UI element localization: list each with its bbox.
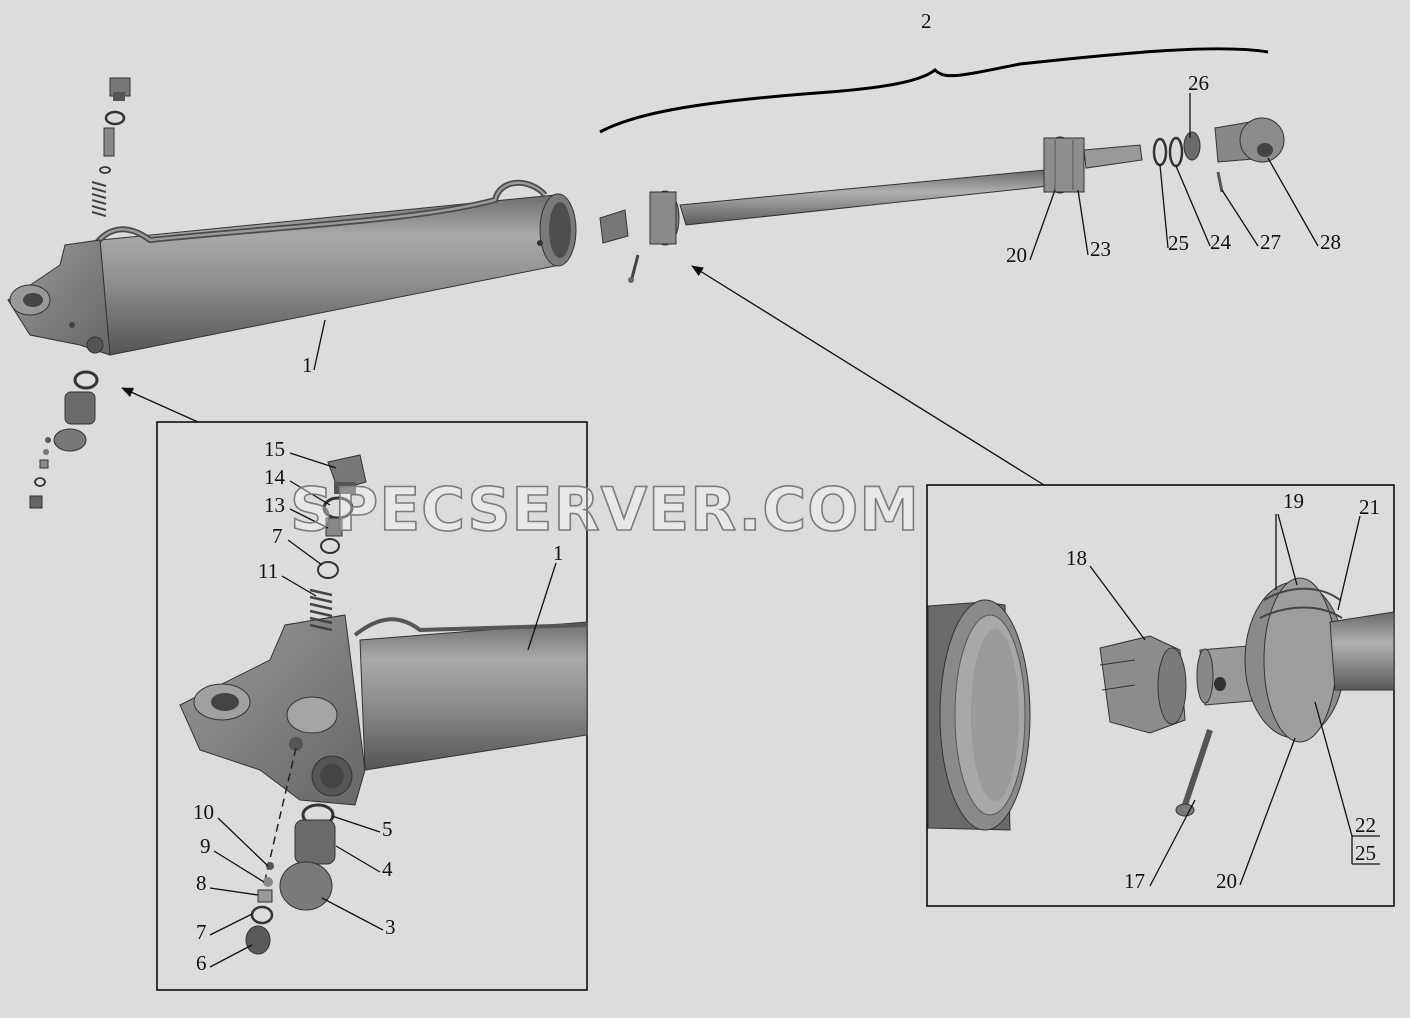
valve-stack-top <box>91 77 131 217</box>
label-14: 14 <box>264 465 286 489</box>
arrow-to-left-detail <box>121 387 199 423</box>
label-1-main: 1 <box>302 353 313 377</box>
label-25-main: 25 <box>1168 231 1189 255</box>
cylinder-barrel-main <box>7 179 577 356</box>
label-20-detail: 20 <box>1216 869 1237 893</box>
label-22: 22 <box>1355 813 1376 837</box>
watermark: SPECSERVER.COM <box>290 475 920 545</box>
label-4: 4 <box>382 857 393 881</box>
arrow-to-right-detail <box>691 265 1045 486</box>
label-20-main: 20 <box>1006 243 1027 267</box>
label-2: 2 <box>921 9 932 33</box>
label-9: 9 <box>200 834 211 858</box>
label-13: 13 <box>264 493 285 517</box>
label-25-detail: 25 <box>1355 841 1376 865</box>
detail-right-drawing <box>927 577 1395 831</box>
label-7-bottom: 7 <box>196 920 207 944</box>
label-5: 5 <box>382 817 393 841</box>
label-6: 6 <box>196 951 207 975</box>
detail-frame-right <box>926 484 1395 907</box>
label-19: 19 <box>1283 489 1304 513</box>
label-18: 18 <box>1066 546 1087 570</box>
label-24: 24 <box>1210 230 1232 254</box>
label-15: 15 <box>264 437 285 461</box>
valve-stack-bottom <box>29 370 99 509</box>
rod-end-parts <box>1152 117 1285 193</box>
piston-rod-assembly <box>599 136 1143 283</box>
label-3: 3 <box>385 915 396 939</box>
label-11: 11 <box>258 559 278 583</box>
label-28: 28 <box>1320 230 1341 254</box>
label-27: 27 <box>1260 230 1281 254</box>
label-8: 8 <box>196 871 207 895</box>
label-26: 26 <box>1188 71 1209 95</box>
label-17: 17 <box>1124 869 1145 893</box>
label-10: 10 <box>193 800 214 824</box>
label-21: 21 <box>1359 495 1380 519</box>
label-1-detail: 1 <box>553 541 564 565</box>
assembly-brace <box>599 47 1269 134</box>
label-23: 23 <box>1090 237 1111 261</box>
label-7-top: 7 <box>272 524 283 548</box>
detail-left-drawing <box>179 454 588 955</box>
